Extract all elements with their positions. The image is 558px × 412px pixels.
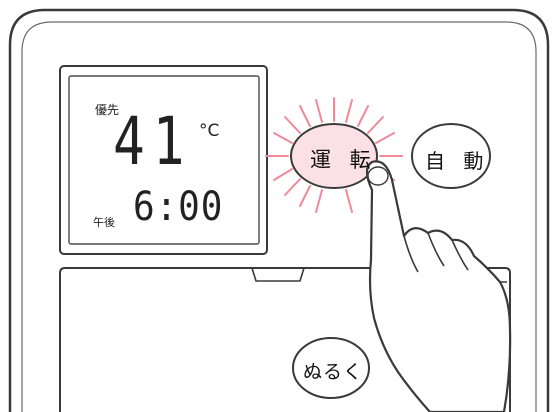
housing-inner-outline bbox=[21, 21, 537, 412]
lukewarm-button[interactable] bbox=[292, 337, 370, 399]
lcd-ampm-label: 午後 bbox=[93, 216, 115, 229]
auto-button-label: 自 動 bbox=[425, 149, 490, 173]
fingernail bbox=[367, 166, 389, 186]
lcd-screen bbox=[68, 75, 260, 245]
finger-creases bbox=[403, 232, 469, 273]
run-button-label: 運 転 bbox=[310, 148, 377, 172]
lcd-temperature-unit: °C bbox=[199, 121, 220, 141]
lid-notch bbox=[251, 267, 305, 282]
lcd-priority-label: 優先 bbox=[95, 103, 120, 117]
lcd-time: 6:00 bbox=[133, 184, 224, 230]
auto-button[interactable] bbox=[411, 123, 491, 189]
lower-panel-lid bbox=[59, 267, 511, 412]
lcd-temperature: 41 bbox=[113, 103, 193, 180]
hand-pointer-icon bbox=[365, 160, 512, 412]
lukewarm-button-label: ぬるく bbox=[303, 361, 364, 383]
run-button[interactable] bbox=[290, 123, 378, 189]
housing-outline bbox=[8, 8, 550, 412]
